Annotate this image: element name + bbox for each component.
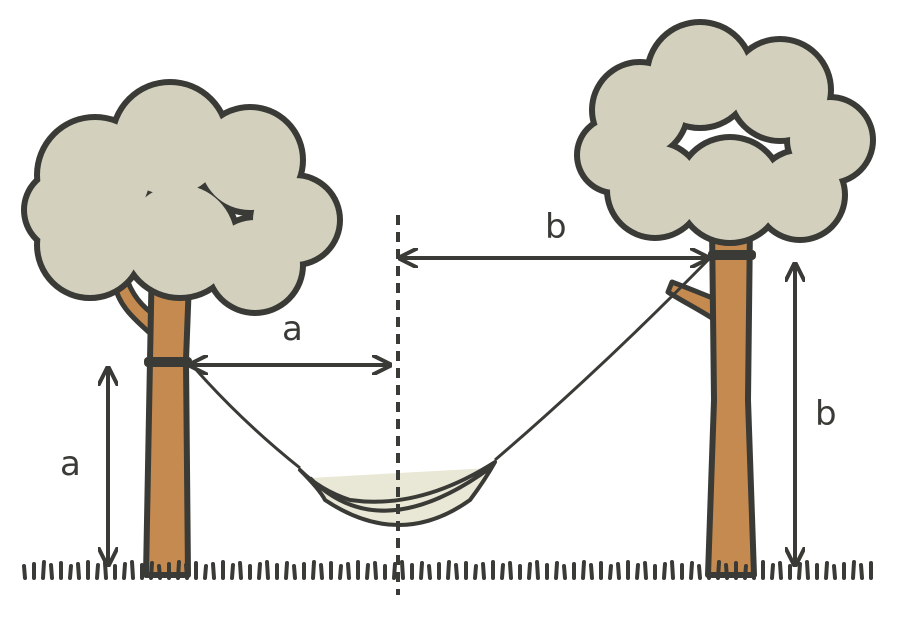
right-tree-trunk [705,222,757,578]
grass-blade [527,562,532,580]
grass-blade [76,562,81,580]
grass-blade [400,560,405,580]
right-tree-foliage [574,19,876,246]
grass-blade [697,564,702,580]
grass-blade [832,564,837,580]
grass-blade [319,563,324,580]
left-tree-trunk [143,252,193,578]
grass-blade [95,563,100,580]
grass-blade [662,562,667,580]
grass-blade [427,564,432,580]
grass-blade [454,563,459,580]
grass-blade [770,563,775,580]
grass-blade [581,560,586,580]
grass-blade [211,562,216,580]
left-tree-strap [144,357,192,367]
grass-blade [743,564,748,580]
grass-blade [238,561,243,580]
grass-blade [49,563,54,580]
grass-blade [797,562,802,580]
grass-blade [481,562,486,580]
grass-blade [203,564,208,580]
grass-blade [616,562,621,580]
label-b-horizontal: b [545,207,567,247]
grass-blade [149,561,154,580]
grass-blade [157,564,162,580]
left-rope [190,364,301,470]
grass-ground [22,560,873,580]
grass-blade [554,561,559,580]
label-a-horizontal: a [282,309,303,349]
grass-blade [41,560,46,580]
right-tree-branch [665,279,721,323]
grass-blade [68,564,73,580]
grass-blade [805,560,810,580]
right-rope [494,256,712,462]
grass-blade [230,563,235,580]
grass-blade [716,560,721,580]
left-tree [21,79,343,578]
grass-blade [284,561,289,580]
grass-blade [751,562,756,580]
grass-blade [265,560,270,580]
grass-blade [257,562,262,580]
grass-blade [724,563,729,580]
grass-blade [103,561,108,580]
grass-blade [338,564,343,580]
grass-blade [562,564,567,580]
grass-blade [346,562,351,580]
grass-blade [311,560,316,580]
grass-blade [508,561,513,580]
label-a-vertical: a [60,444,81,484]
grass-blade [184,563,189,580]
right-tree-strap [708,250,756,260]
grass-blade [365,563,370,580]
grass-blade [535,560,540,580]
grass-blade [373,561,378,580]
left-tree-foliage [21,79,343,316]
grass-blade [608,564,613,580]
grass-blade [419,561,424,580]
grass-blade [589,563,594,580]
grass-blade [176,560,181,580]
grass-blade [635,563,640,580]
grass-blade [778,561,783,580]
grass-blade [130,560,135,580]
grass-blade [859,563,864,580]
grass-blade [643,561,648,580]
grass-blade [500,563,505,580]
grass-blade [122,562,127,580]
grass-blade [22,564,27,580]
grass-blade [824,561,829,580]
right-tree [574,19,876,578]
grass-blade [851,560,856,580]
label-b-vertical: b [815,394,837,434]
grass-blade [292,564,297,580]
grass-blade [392,562,397,580]
grass-blade [689,561,694,580]
grass-blade [473,564,478,580]
grass-blade [670,560,675,580]
grass-blade [446,560,451,580]
